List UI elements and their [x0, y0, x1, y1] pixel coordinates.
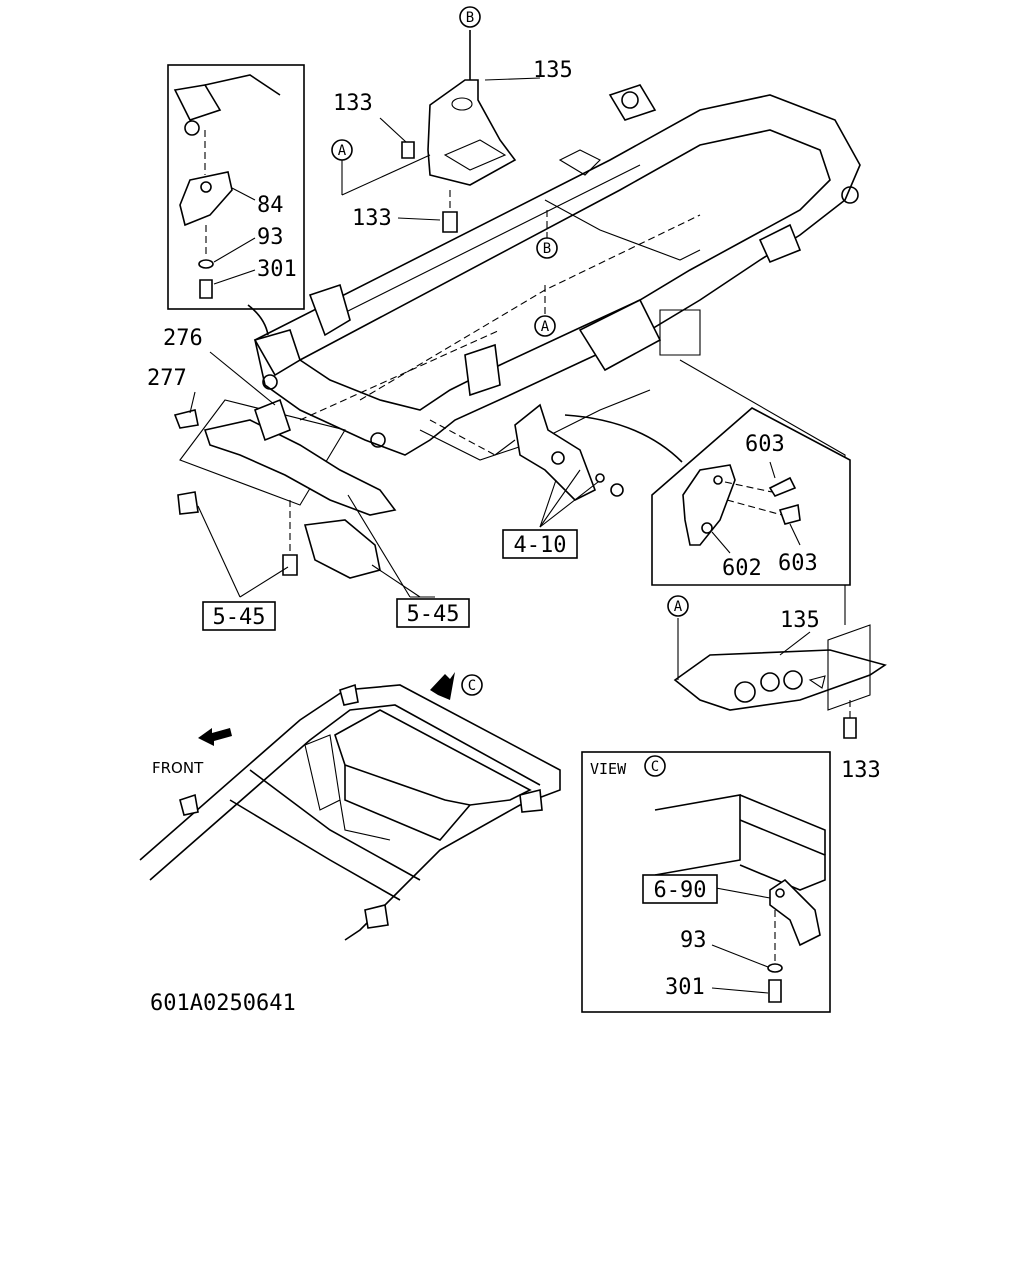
marker-a-frame: A — [534, 285, 556, 337]
svg-text:4-10: 4-10 — [514, 533, 567, 558]
marker-c-view: C — [644, 755, 666, 777]
label-277: 277 — [147, 366, 187, 391]
label-301-inset: 301 — [257, 257, 297, 282]
front-bracket-assembly — [173, 351, 435, 598]
label-603-lower: 603 — [778, 551, 818, 576]
label-603-upper: 603 — [745, 432, 785, 457]
ref-box-4-10: 4-10 — [502, 529, 578, 559]
drawing-number: 601A0250641 — [150, 991, 296, 1016]
label-93-inset: 93 — [257, 225, 284, 250]
view-c-arrow-icon — [430, 672, 455, 700]
marker-c-arrow: C — [461, 674, 483, 696]
marker-b-frame: B — [536, 210, 558, 259]
chassis-frame-upper — [253, 84, 861, 625]
bolt-133-mid — [397, 211, 458, 233]
ref-box-5-45-right: 5-45 — [396, 598, 470, 628]
svg-text:6-90: 6-90 — [654, 878, 707, 903]
bracket-4-10 — [429, 403, 624, 528]
view-label: VIEW — [590, 760, 627, 778]
svg-text:A: A — [338, 143, 347, 159]
svg-text:B: B — [466, 10, 474, 26]
marker-a-lower: A — [667, 595, 689, 617]
label-84: 84 — [257, 193, 284, 218]
marker-a-left: A — [331, 139, 353, 161]
bolt-133-top — [379, 117, 415, 159]
ref-box-6-90: 6-90 — [642, 874, 718, 904]
inset-pointer-arrow-2 — [564, 414, 683, 463]
svg-text:B: B — [543, 241, 551, 257]
svg-text:C: C — [651, 759, 659, 775]
inset-tow-hook-front — [167, 64, 305, 310]
front-label: FRONT — [152, 759, 204, 777]
inset-pointer-arrow-1 — [247, 304, 269, 336]
bracket-135-top — [427, 30, 517, 215]
label-276: 276 — [163, 326, 203, 351]
svg-text:C: C — [468, 678, 476, 694]
chassis-overview-lower — [139, 683, 561, 941]
label-135-top: 135 — [533, 58, 573, 83]
label-135-lower: 135 — [780, 608, 820, 633]
inset-bracket-602 — [651, 407, 851, 586]
svg-text:A: A — [674, 599, 683, 615]
label-93-view: 93 — [680, 928, 707, 953]
label-133-mid: 133 — [352, 206, 392, 231]
label-602: 602 — [722, 556, 762, 581]
svg-text:A: A — [541, 319, 550, 335]
label-133-top: 133 — [333, 91, 373, 116]
bracket-135-lower — [673, 618, 887, 739]
marker-b-top: B — [459, 6, 481, 28]
ref-box-5-45-left: 5-45 — [202, 601, 276, 631]
label-133-lower: 133 — [841, 758, 881, 783]
label-301-view: 301 — [665, 975, 705, 1000]
front-arrow-icon — [198, 728, 232, 746]
svg-text:5-45: 5-45 — [213, 605, 266, 630]
svg-text:5-45: 5-45 — [407, 602, 460, 627]
